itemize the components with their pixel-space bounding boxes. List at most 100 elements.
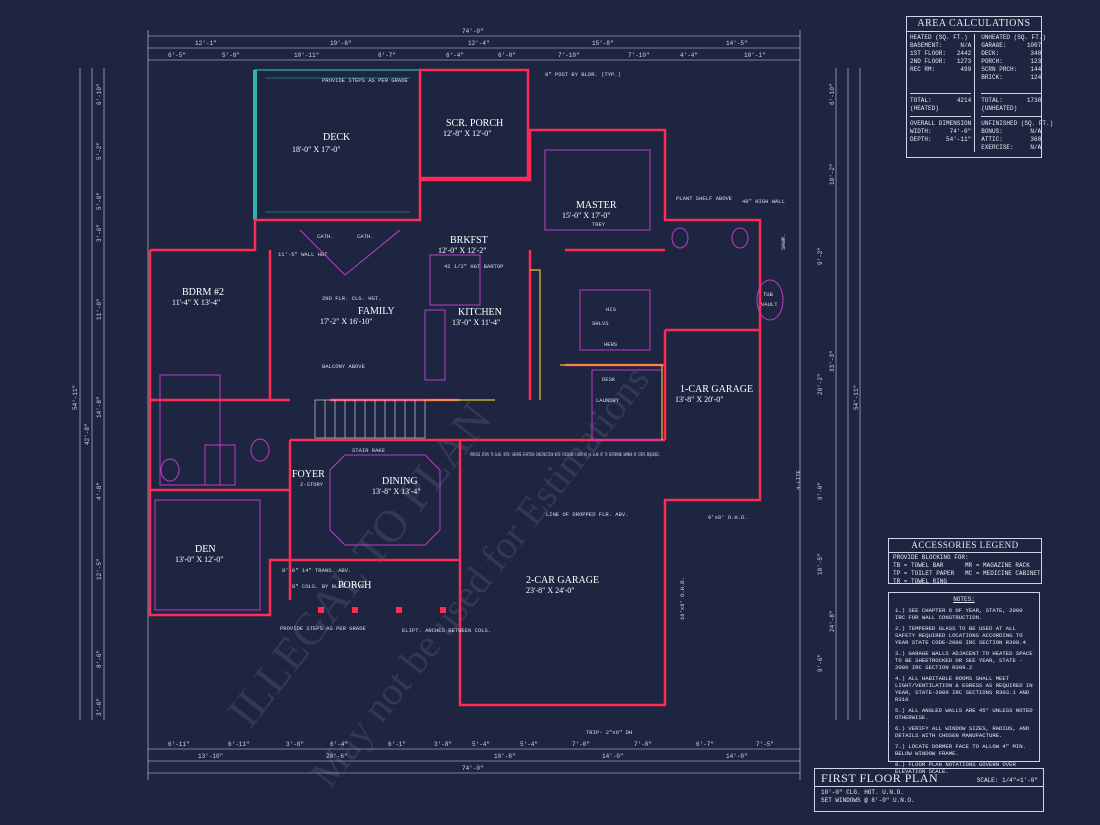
right-dim-5: 9'-0" bbox=[817, 482, 824, 500]
accessories-legend-panel: ACCESSORIES LEGEND PROVIDE BLOCKING FOR:… bbox=[888, 538, 1042, 585]
note-item-2: 3.) GARAGE WALLS ADJACENT TO HEATED SPAC… bbox=[895, 650, 1033, 671]
note-trip: TRIP- 2"x6" DH bbox=[586, 729, 632, 736]
room-garage2-name: 2-CAR GARAGE bbox=[526, 575, 599, 586]
note-cols: 8" COLS. BY BLDR. (TYP.) bbox=[292, 583, 371, 590]
bottom-dim-r1-9: 7'-0" bbox=[634, 741, 652, 748]
top-dim-r3-7: 7'-10" bbox=[628, 52, 650, 59]
top-dim-r3-5: 6'-0" bbox=[498, 52, 516, 59]
note-ohd2: 16'x8' O.H.D. bbox=[679, 577, 686, 620]
room-master-note: TREY bbox=[592, 221, 606, 228]
counters bbox=[425, 269, 663, 440]
overall-1-label: DEPTH: bbox=[910, 136, 932, 143]
accessories-line-0: TB = TOWEL BAR MR = MAGAZINE RACK bbox=[893, 562, 1030, 569]
bottom-dim-r2-1: 20'-6" bbox=[326, 753, 348, 760]
note-tub: TUB bbox=[763, 291, 774, 298]
room-master-dims: 15'-0" X 17'-0" bbox=[562, 211, 611, 220]
right-dim-7: 24'-8" bbox=[829, 610, 836, 632]
left-dim-0: 6'-10" bbox=[96, 83, 103, 105]
heated-0-label: BASEMENT: bbox=[910, 42, 943, 49]
accessories-intro: PROVIDE BLOCKING FOR: bbox=[893, 554, 969, 561]
note-second-flr: 2ND FLR. CLG. HGT. bbox=[322, 295, 381, 302]
note-wall-hgt: 11'-5" WALL HGT bbox=[278, 251, 328, 258]
unfinished-2-label: EXERCISE: bbox=[981, 144, 1014, 151]
bottom-dim-r2-3: 14'-0" bbox=[602, 753, 624, 760]
unheated-1-label: DECK: bbox=[981, 50, 1000, 57]
unfinished-2-value: N/A bbox=[1030, 144, 1042, 151]
bottom-dim-r1-0: 6'-11" bbox=[168, 741, 190, 748]
fixtures bbox=[154, 149, 784, 611]
top-dim-r3-2: 10'-11" bbox=[294, 52, 319, 59]
deck-boards bbox=[265, 77, 410, 213]
note-his: HIS bbox=[606, 306, 617, 313]
room-master-name: MASTER bbox=[576, 200, 617, 211]
note-desk: DESK bbox=[602, 376, 616, 383]
right-dim-0: 6'-10" bbox=[829, 83, 836, 105]
total-heated-label: TOTAL: bbox=[910, 97, 932, 104]
note-item-5: 6.) VERIFY ALL WINDOW SIZES, RADIUS, AND… bbox=[895, 725, 1030, 739]
right-dimensions: 6'-10" 10'-2" 9'-2" 33'-3" 20'-2" 9'-0" … bbox=[817, 83, 860, 672]
plan-title: FIRST FLOOR PLAN bbox=[821, 771, 939, 785]
note-trans: 8'-0" 14" TRANS. ABV. bbox=[282, 567, 351, 574]
notes-title: NOTES: bbox=[953, 596, 975, 603]
note-bartop: 42 1/2" HGT BARTOP bbox=[444, 263, 503, 270]
note-item-0: 1.) SEE CHAPTER 6 OF YEAR, STATE, 2000 I… bbox=[895, 607, 1023, 621]
room-labels: DECK 18'-0" X 17'-0" SCR. PORCH 12'-8" X… bbox=[172, 118, 753, 595]
room-family-dims: 17'-2" X 16'-10" bbox=[320, 317, 373, 326]
accessories-legend-title: ACCESSORIES LEGEND bbox=[889, 539, 1041, 553]
right-dim-1: 10'-2" bbox=[829, 163, 836, 185]
note-provide-steps-top: PROVIDE STEPS AS PER GRADE bbox=[322, 77, 409, 84]
note-item-4: 5.) ALL ANGLED WALLS ARE 45° UNLESS NOTE… bbox=[895, 707, 1033, 721]
right-dim-2: 9'-2" bbox=[817, 247, 824, 265]
room-brkfst-dims: 12'-0" X 12'-2" bbox=[438, 246, 487, 255]
left-dim-4: 11'-0" bbox=[96, 298, 103, 320]
note-item-7: 8.) FLOOR PLAN NOTATIONS GOVERN OVER ELE… bbox=[895, 761, 1016, 775]
note-shwr: SHWR. bbox=[780, 233, 787, 250]
unfinished-0-value: N/A bbox=[1030, 128, 1042, 135]
note-arches: ELIPT. ARCHES BETWEEN COLS. bbox=[402, 627, 491, 634]
unheated-header: UNHEATED (SQ. FT.) bbox=[981, 34, 1047, 41]
bottom-dim-r1-6: 5'-4" bbox=[472, 741, 490, 748]
room-dining-name: DINING bbox=[382, 476, 418, 487]
top-dim-r3-9: 10'-1" bbox=[744, 52, 766, 59]
bottom-dim-r2-0: 13'-10" bbox=[198, 753, 223, 760]
left-dim-1: 5'-2" bbox=[96, 142, 103, 160]
room-scr-porch-dims: 12'-8" X 12'-0" bbox=[443, 129, 492, 138]
note-balcony-above: BALCONY ABOVE bbox=[322, 363, 366, 370]
top-dim-r3-1: 5'-8" bbox=[222, 52, 240, 59]
unheated-3-value: 144 bbox=[1030, 66, 1042, 73]
top-dim-r3-0: 6'-5" bbox=[168, 52, 186, 59]
room-deck-name: DECK bbox=[323, 132, 351, 143]
left-dim-6: 4'-8" bbox=[96, 482, 103, 500]
overall-1-value: 54'-11" bbox=[946, 136, 972, 143]
unfinished-1-value: 368 bbox=[1030, 136, 1042, 143]
note-shelf: PLANT SHELF ABOVE bbox=[676, 195, 733, 202]
plan-notes: PROVIDE STEPS AS PER GRADE 8" POST BY BL… bbox=[278, 71, 802, 736]
title-block: FIRST FLOOR PLAN SCALE: 1/4"=1'-0" 10'-0… bbox=[814, 768, 1044, 812]
right-dim-4: 20'-2" bbox=[817, 373, 824, 395]
room-kitchen-dims: 13'-0" X 11'-4" bbox=[452, 318, 500, 327]
right-dim-6: 10'-5" bbox=[817, 553, 824, 575]
room-bdrm2-name: BDRM #2 bbox=[182, 287, 224, 298]
unheated-4-label: BRICK: bbox=[981, 74, 1003, 81]
area-calculations-panel: AREA CALCULATIONS HEATED (SQ. FT.) BASEM… bbox=[906, 16, 1053, 158]
room-brkfst-name: BRKFST bbox=[450, 235, 488, 246]
unheated-1-value: 340 bbox=[1030, 50, 1042, 57]
bottom-dim-r1-11: 7'-5" bbox=[756, 741, 774, 748]
top-dim-r3-4: 6'-4" bbox=[446, 52, 464, 59]
note-item-6: 7.) LOCATE DORMER FACE TO ALLOW 4" MIN. … bbox=[895, 743, 1026, 757]
right-dim-8: 9'-6" bbox=[817, 654, 824, 672]
bottom-dim-r2-4: 14'-0" bbox=[726, 753, 748, 760]
unheated-0-label: GARAGE: bbox=[981, 42, 1007, 49]
top-dim-r3-6: 7'-10" bbox=[558, 52, 580, 59]
total-unheated-sub: (UNHEATED) bbox=[981, 105, 1018, 112]
room-foyer-dims: 2-STORY bbox=[300, 481, 324, 488]
note-laundry: LAUNDRY bbox=[596, 397, 620, 404]
unheated-2-label: PORCH: bbox=[981, 58, 1003, 65]
bottom-dim-r1-10: 6'-7" bbox=[696, 741, 714, 748]
room-kitchen-name: KITCHEN bbox=[458, 307, 502, 318]
unheated-0-value: 1007 bbox=[1026, 42, 1042, 49]
note-shlvs: SHLVS bbox=[592, 320, 609, 327]
heated-1-value: 2442 bbox=[956, 50, 972, 57]
top-dim-r3-8: 4'-4" bbox=[680, 52, 698, 59]
